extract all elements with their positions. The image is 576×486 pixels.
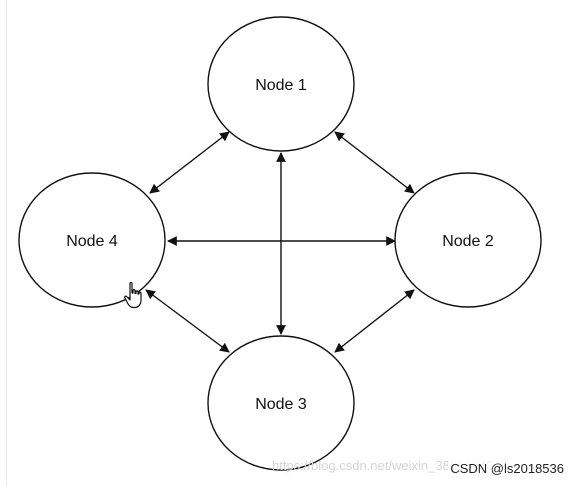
node-label-n2: Node 2 — [442, 233, 494, 250]
hand-pointer-icon — [124, 281, 142, 309]
edge-n2-n3 — [334, 289, 415, 353]
node-label-n1: Node 1 — [255, 77, 307, 94]
edge-n1-n4 — [149, 131, 230, 194]
node-n3: Node 3 — [207, 335, 355, 471]
nodes-layer: Node 1 Node 2 Node 3 Node 4 — [18, 16, 542, 471]
left-border-line — [6, 0, 7, 486]
node-label-n4: Node 4 — [66, 233, 118, 250]
node-n2: Node 2 — [394, 172, 542, 308]
csdn-credit: CSDN @ls2018536 — [448, 461, 564, 476]
node-label-n3: Node 3 — [255, 396, 307, 413]
node-n4: Node 4 — [18, 172, 166, 308]
node-circle-n4 — [18, 172, 166, 308]
node-n1: Node 1 — [207, 16, 355, 152]
edge-n1-n2 — [334, 131, 415, 194]
node-circle-n1 — [207, 16, 355, 152]
node-circle-n3 — [207, 335, 355, 471]
url-watermark: https://blog.csdn.net/weixin_38516040 — [272, 458, 494, 473]
edge-n4-n3 — [145, 289, 230, 353]
node-circle-n2 — [394, 172, 542, 308]
edges-layer — [145, 131, 415, 353]
